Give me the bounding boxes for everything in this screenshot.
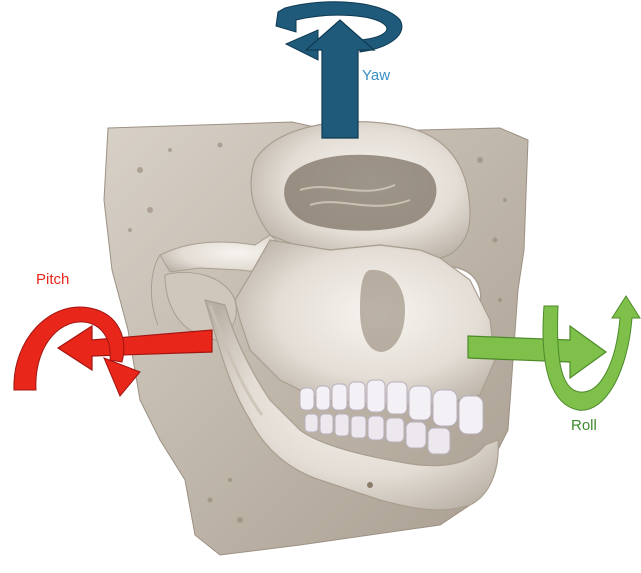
orbit-cavity [284, 155, 436, 231]
yaw-label: Yaw [362, 68, 390, 83]
roll-label: Roll [571, 418, 597, 433]
pitch-label: Pitch [36, 272, 69, 287]
mental-foramen [367, 482, 373, 488]
